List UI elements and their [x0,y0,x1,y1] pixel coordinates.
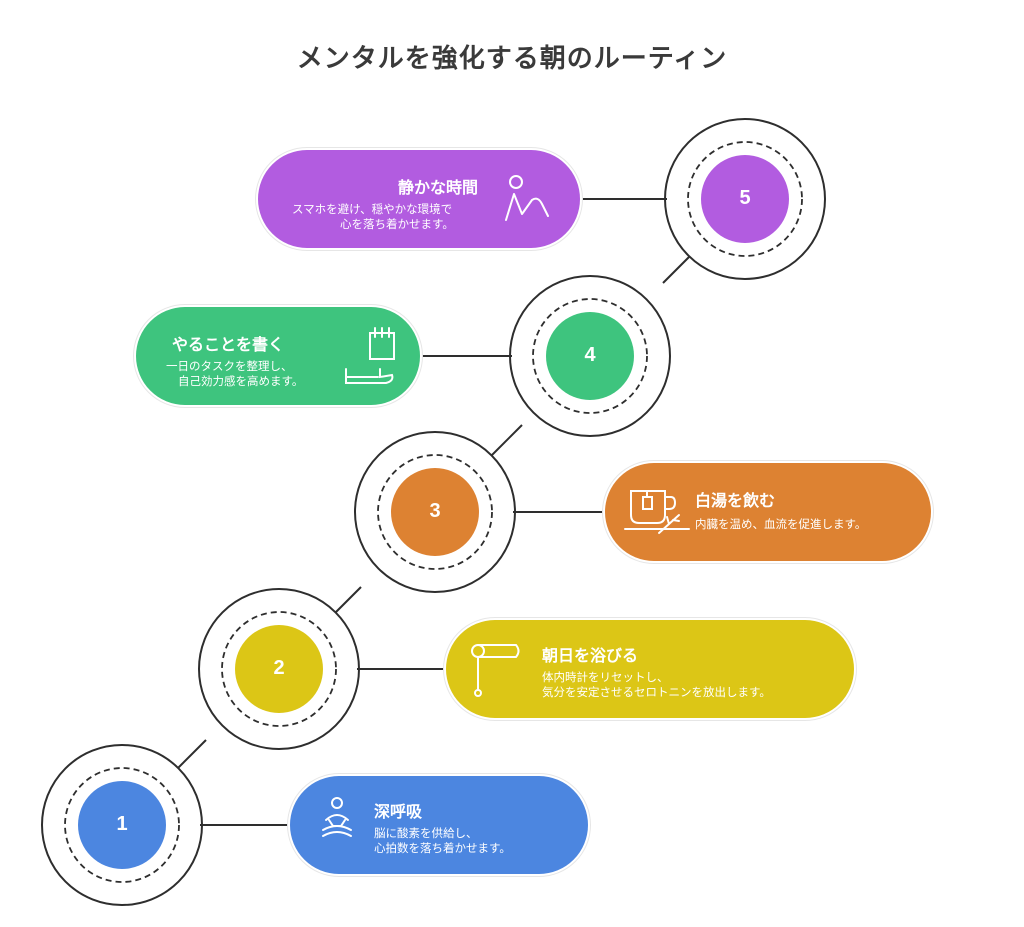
step-1-badge [78,781,166,869]
meditation-icon [320,796,354,844]
tea-cup-icon [623,485,693,541]
page-title: メンタルを強化する朝のルーティン [296,44,728,74]
step-4-number: 4 [584,344,596,366]
step-1-number: 1 [116,813,128,835]
connector-2-3 [335,586,362,613]
step-2-number: 2 [273,657,285,679]
notepad-icon [342,325,402,391]
step-4-badge [546,312,634,400]
step-2-card: 朝日を浴びる 体内時計をリセットし、 気分を安定させるセロトニンを放出します。 [446,620,854,718]
step-1-desc-line1: 脳に酸素を供給し、 [374,826,478,840]
step-4-desc-line2: 自己効力感を高めます。 [178,374,304,388]
step-4-dashed-ring [532,298,648,414]
step-1-dashed-ring [64,767,180,883]
step-4-desc-line1: 一日のタスクを整理し、 [166,359,293,373]
step-1-desc-line2: 心拍数を落ち着かせます。 [374,841,511,855]
step-1-title: 深呼吸 [374,802,423,821]
step-4-card: やることを書く 一日のタスクを整理し、 自己効力感を高めます。 [136,307,420,405]
step-5-badge [701,155,789,243]
step-3-desc-line1: 内臓を温め、血流を促進します。 [695,517,867,531]
step-2-desc-line1: 体内時計をリセットし、 [542,670,669,684]
step-5-title: 静かな時間 [398,178,479,197]
connector-1-2 [177,739,207,769]
connector-4-5 [662,256,690,284]
step-3-number: 3 [429,500,441,522]
step-3-card: 白湯を飲む 内臓を温め、血流を促進します。 [605,463,931,561]
step-2-badge [235,625,323,713]
step-1-card: 深呼吸 脳に酸素を供給し、 心拍数を落ち着かせます。 [290,776,588,874]
step-5-desc-line1: スマホを避け、穏やかな環境で [292,202,453,216]
step-3-dashed-ring [377,454,493,570]
step-3-badge [391,468,479,556]
step-2-dashed-ring [221,611,337,727]
step-5-dashed-ring [687,141,803,257]
sunrise-scroll-icon [468,642,522,702]
step-2-desc-line2: 気分を安定させるセロトニンを放出します。 [542,685,771,699]
yoga-person-icon [502,174,552,228]
step-5-desc-line2: 心を落ち着かせます。 [340,217,454,231]
step-5-number: 5 [739,187,751,209]
step-4-title: やることを書く [172,335,285,354]
step-3-title: 白湯を飲む [695,491,776,510]
connector-3-4 [490,424,523,457]
step-5-card: 静かな時間 スマホを避け、穏やかな環境で 心を落ち着かせます。 [258,150,580,248]
step-2-title: 朝日を浴びる [542,646,639,665]
